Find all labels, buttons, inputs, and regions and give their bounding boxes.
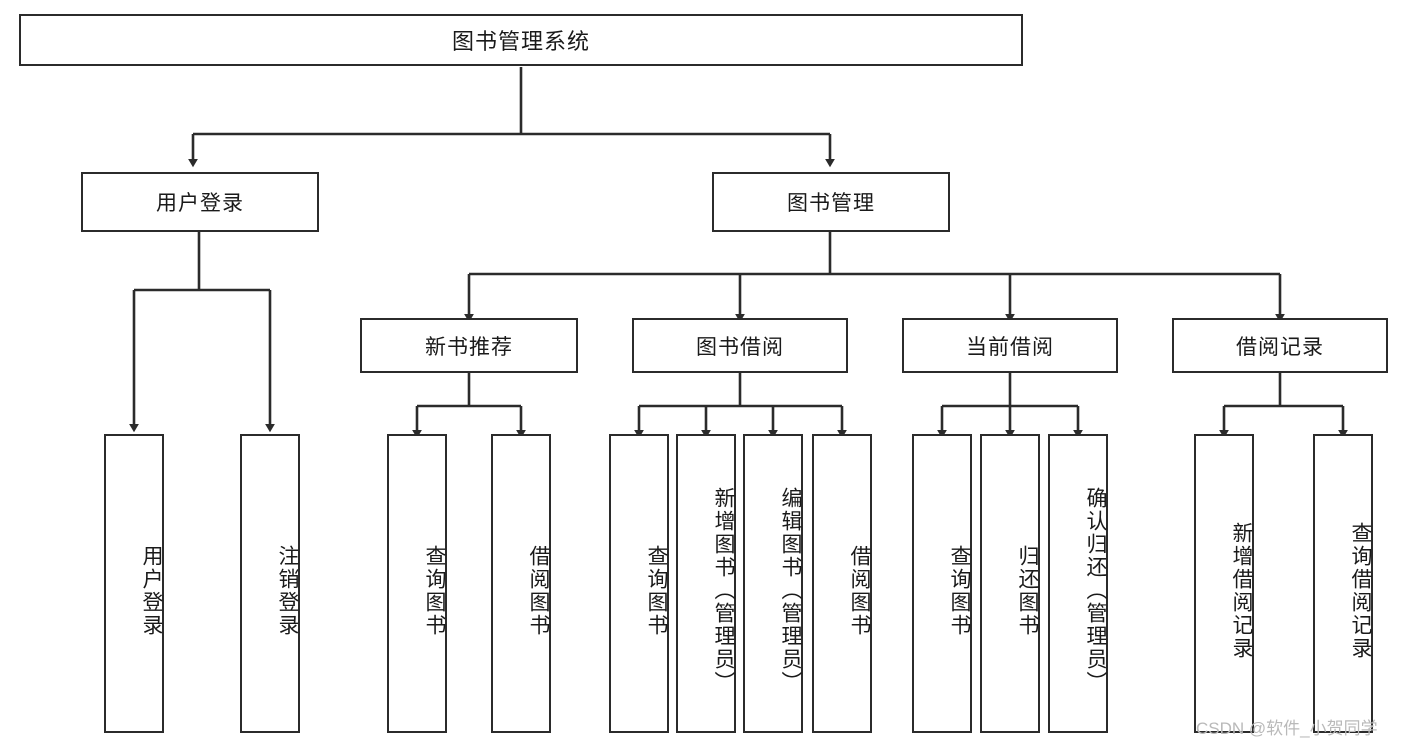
leaf-current-borrow-return[interactable]: 归还图书 (980, 434, 1040, 733)
node-label: 查询图书 (645, 544, 668, 637)
leaf-user-login-logout[interactable]: 注销登录 (240, 434, 300, 733)
leaf-new-book-query[interactable]: 查询图书 (387, 434, 447, 733)
node-label: 借阅图书 (848, 544, 871, 637)
leaf-new-book-borrow[interactable]: 借阅图书 (491, 434, 551, 733)
node-label: 图书借阅 (696, 335, 784, 359)
node-label: 编辑图书（管理员） (779, 487, 802, 694)
node-label: 新增图书（管理员） (712, 487, 735, 694)
node-label: 图书管理 (787, 192, 875, 215)
node-label: 新书推荐 (425, 335, 513, 359)
watermark-text: CSDN @软件_小贺同学 (1196, 719, 1378, 738)
node-label: 图书管理系统 (451, 29, 590, 54)
node-label: 当前借阅 (966, 335, 1054, 359)
node-label: 借阅图书 (527, 544, 550, 637)
node-new-book-recommend[interactable]: 新书推荐 (360, 318, 578, 373)
leaf-borrow-record-query[interactable]: 查询借阅记录 (1313, 434, 1373, 733)
node-borrow-record[interactable]: 借阅记录 (1172, 318, 1388, 373)
node-book-management[interactable]: 图书管理 (712, 172, 950, 232)
node-root-book-management-system[interactable]: 图书管理系统 (19, 14, 1023, 66)
leaf-book-borrow-borrow[interactable]: 借阅图书 (812, 434, 872, 733)
node-label: 查询图书 (948, 544, 971, 637)
leaf-book-borrow-add[interactable]: 新增图书（管理员） (676, 434, 736, 733)
node-label: 查询借阅记录 (1349, 521, 1372, 660)
leaf-book-borrow-edit[interactable]: 编辑图书（管理员） (743, 434, 803, 733)
leaf-user-login-login[interactable]: 用户登录 (104, 434, 164, 733)
node-current-borrow[interactable]: 当前借阅 (902, 318, 1118, 373)
node-label: 查询图书 (423, 544, 446, 637)
node-label: 归还图书 (1016, 544, 1039, 637)
node-label: 注销登录 (276, 544, 299, 637)
leaf-current-borrow-query[interactable]: 查询图书 (912, 434, 972, 733)
node-label: 用户登录 (156, 192, 244, 215)
node-label: 确认归还（管理员） (1084, 487, 1107, 694)
node-label: 新增借阅记录 (1230, 521, 1253, 660)
node-label: 借阅记录 (1236, 335, 1324, 359)
node-user-login[interactable]: 用户登录 (81, 172, 319, 232)
node-book-borrow[interactable]: 图书借阅 (632, 318, 848, 373)
leaf-book-borrow-query[interactable]: 查询图书 (609, 434, 669, 733)
leaf-borrow-record-add[interactable]: 新增借阅记录 (1194, 434, 1254, 733)
node-label: 用户登录 (140, 544, 163, 637)
leaf-current-borrow-confirm-return[interactable]: 确认归还（管理员） (1048, 434, 1108, 733)
